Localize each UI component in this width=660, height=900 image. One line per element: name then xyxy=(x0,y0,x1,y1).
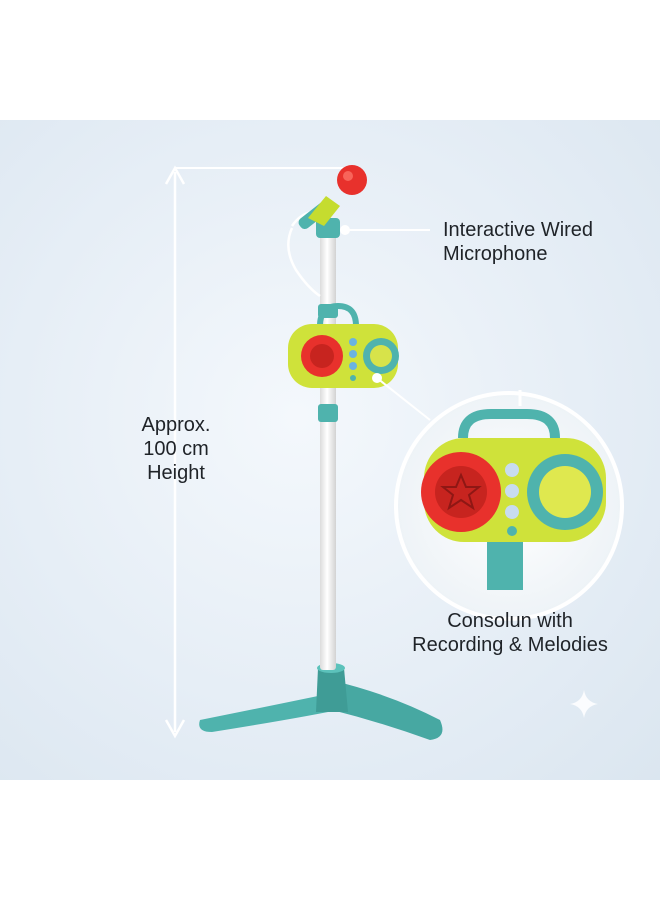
console-label-line: Recording & Melodies xyxy=(412,634,608,656)
mic-callout xyxy=(340,225,430,235)
stand-base xyxy=(199,663,443,740)
stand-pole xyxy=(316,218,340,670)
height-label-line: 100 cm xyxy=(143,438,209,460)
microphone-label-line: Interactive Wired xyxy=(443,219,594,241)
height-label-line: Height xyxy=(147,462,205,484)
height-label-line: Approx. xyxy=(141,414,211,436)
console-callout xyxy=(372,373,431,421)
sparkle-icon xyxy=(570,690,598,718)
height-arrow-icon xyxy=(164,165,345,739)
microphone xyxy=(287,165,367,298)
console-zoom xyxy=(394,390,624,621)
height-label: Approx. 100 cm Height xyxy=(128,413,224,485)
product-panel: Approx. 100 cm Height Interactive Wired … xyxy=(0,120,660,780)
microphone-label: Interactive Wired Microphone xyxy=(443,218,593,266)
console-label: Consolun with Recording & Melodies xyxy=(392,609,628,657)
console-label-line: Consolun with xyxy=(447,610,573,632)
console-small xyxy=(288,302,399,388)
microphone-label-line: Microphone xyxy=(443,243,548,265)
product-illustration xyxy=(164,165,624,740)
star-icon xyxy=(440,472,482,511)
